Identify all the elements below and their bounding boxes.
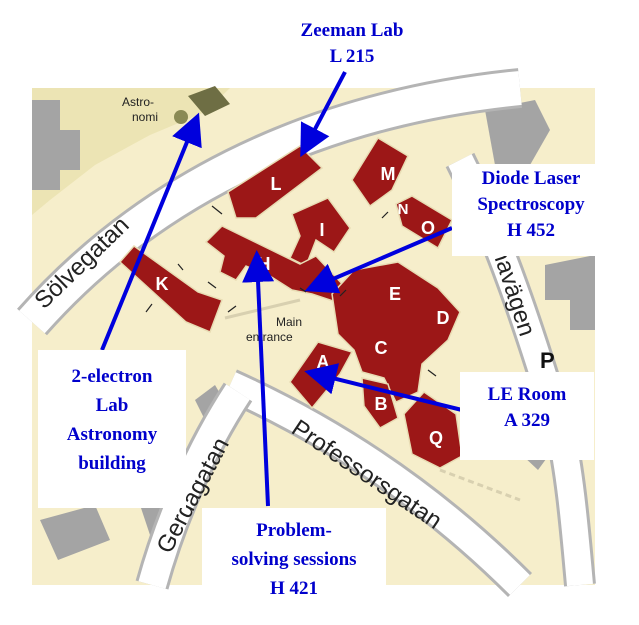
callout-diode-line1: Diode Laser [481, 168, 581, 189]
callout-two-electron-line2: Lab [95, 395, 129, 416]
building-I [289, 197, 351, 268]
observatory-tree [174, 110, 188, 124]
building-letter-I: I [319, 220, 324, 240]
arrow-diode [304, 226, 453, 294]
callout-two-electron-line4: building [78, 453, 146, 474]
arrow-zeeman [300, 71, 347, 158]
callout-two-electron-line3: Astronomy [66, 424, 158, 445]
building-letter-K: K [156, 274, 169, 294]
astronomi-label-line1: Astro- [122, 95, 154, 109]
callout-diode-line3: H 452 [506, 220, 556, 241]
callout-zeeman-lab: Zeeman Lab L 215 [278, 18, 426, 70]
building-E-D-C [331, 261, 461, 403]
building-letter-Q: Q [429, 428, 443, 448]
callout-two-electron-lab: 2-electron Lab Astronomy building [38, 350, 186, 508]
building-letter-N: N [398, 201, 409, 218]
building-L [227, 145, 324, 219]
building-letter-B: B [375, 394, 388, 414]
callout-problem-solving-line1: Problem- [256, 520, 332, 541]
callout-zeeman-line2: L 215 [329, 46, 375, 67]
observatory-building [188, 86, 230, 116]
physics-buildings [118, 136, 463, 469]
callout-problem-solving: Problem- solving sessions H 421 [202, 508, 386, 624]
callout-diode-line2: Spectroscopy [477, 194, 585, 215]
building-letter-D: D [437, 308, 450, 328]
main-entrance-label-line2: entrance [246, 330, 293, 344]
callout-le-room-line1: LE Room [487, 384, 567, 405]
callout-diode-laser: Diode Laser Spectroscopy H 452 [452, 164, 610, 256]
entrance-arrows [145, 205, 437, 377]
building-K [118, 244, 223, 333]
building-letter-O: O [421, 218, 435, 238]
building-letter-M: M [381, 164, 396, 184]
callout-le-room-line2: A 329 [504, 410, 550, 431]
arrow-two-electron [100, 112, 202, 351]
building-letter-L: L [271, 174, 282, 194]
callout-problem-solving-line3: H 421 [269, 578, 319, 599]
arrow-problem-solving [242, 250, 275, 507]
callout-two-electron-line1: 2-electron [71, 366, 153, 387]
building-M [351, 136, 409, 208]
building-letter-C: C [375, 338, 388, 358]
callout-zeeman-line1: Zeeman Lab [300, 20, 404, 41]
parking-label: P [540, 348, 555, 373]
main-entrance-label-line1: Main [276, 315, 302, 329]
callout-arrows [100, 71, 463, 507]
building-letter-E: E [389, 284, 401, 304]
building-letter-A: A [317, 352, 330, 372]
callout-problem-solving-line2: solving sessions [231, 549, 357, 570]
callout-le-room: LE Room A 329 [460, 372, 594, 460]
arrow-le-room [304, 363, 463, 412]
astronomi-label-line2: nomi [132, 110, 158, 124]
